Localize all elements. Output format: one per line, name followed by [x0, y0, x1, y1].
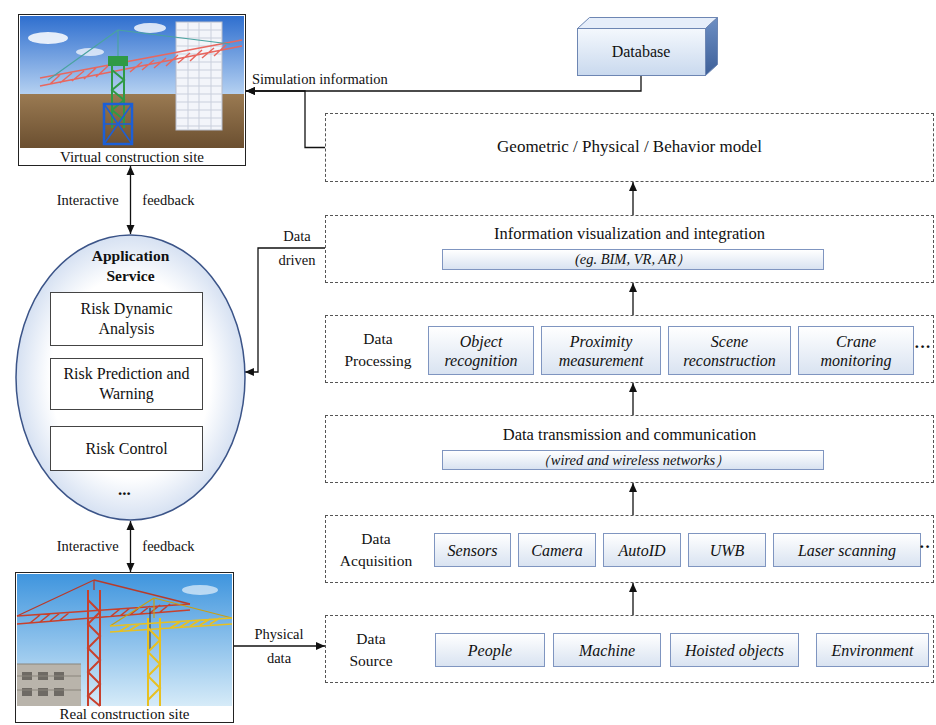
method-box: Sensors: [434, 533, 511, 567]
arrow-head: [316, 642, 325, 650]
node-text: Real construction site: [16, 706, 233, 723]
photo-frame: Real construction site: [15, 572, 234, 723]
arrow-head: [629, 182, 637, 191]
arrow-head: [629, 583, 637, 592]
node-text: Sensors: [435, 534, 510, 566]
database-box: Database: [577, 17, 718, 76]
service-box: Risk Prediction and Warning: [50, 358, 203, 410]
ellipsis-label: ...: [118, 480, 131, 500]
node-text: UWB: [689, 534, 765, 566]
node-text: People: [436, 634, 544, 666]
node-text: Application Service: [80, 244, 181, 288]
node-text: Crane monitoring: [799, 327, 913, 374]
node-text: AutoID: [604, 534, 680, 566]
connector-line: [234, 645, 325, 646]
connector-line: [246, 91, 325, 148]
method-box: Object recognition: [428, 326, 534, 375]
layer-band: Data ProcessingObject recognitionProximi…: [325, 315, 934, 383]
node-text: Data transmission and communication: [326, 424, 933, 446]
real-site-image: [17, 574, 232, 706]
arrow-head: [245, 368, 254, 376]
layer-band: Data Acquisition Sensors Camera AutoID UWB La…: [325, 515, 934, 583]
connector: [629, 283, 637, 315]
virtual-site-image: [20, 16, 244, 148]
edge-label: Physical data: [249, 622, 309, 670]
ellipsis-label: ··: [919, 537, 930, 557]
arrow-head: [246, 87, 255, 95]
connector: [246, 87, 325, 148]
method-box: Laser scanning: [773, 533, 921, 567]
node-text: Machine: [554, 634, 660, 666]
arrow-head: [629, 483, 637, 492]
layer-band: Data Source People Machine Hoisted objects E…: [325, 615, 934, 683]
layer-band: Information visualization and integratio…: [325, 215, 934, 283]
node-text: Risk Control: [51, 427, 202, 470]
node-text: Data Source: [341, 616, 401, 684]
node-text: Scene reconstruction: [669, 327, 790, 374]
node-text: Database: [577, 28, 705, 76]
connector: [629, 483, 637, 515]
method-box: People: [435, 633, 545, 667]
connector: [629, 383, 637, 415]
node-text: Risk Prediction and Warning: [51, 359, 202, 409]
edge-label: Interactive feedback: [57, 191, 195, 209]
method-box: Machine: [553, 633, 661, 667]
node-text: Object recognition: [429, 327, 533, 374]
arrow-head: [127, 225, 135, 234]
edge-label: Interactive feedback: [57, 537, 195, 555]
ellipsis-label: ···: [914, 337, 931, 357]
node-text: （wired and wireless networks）: [443, 451, 823, 469]
method-box: Hoisted objects: [670, 633, 799, 667]
node-text: Information visualization and integratio…: [326, 223, 933, 245]
method-box: Crane monitoring: [798, 326, 914, 375]
node-text: Data Processing: [332, 316, 424, 384]
method-box: UWB: [688, 533, 766, 567]
arrow-head: [127, 521, 135, 530]
edge-label: Simulation information: [252, 71, 388, 87]
arrow-head: [246, 87, 255, 95]
node-text: Geometric / Physical / Behavior model: [326, 114, 933, 181]
node-text: Camera: [519, 534, 595, 566]
connector: [629, 583, 637, 615]
method-box: Scene reconstruction: [668, 326, 791, 375]
method-box: Proximity measurement: [541, 326, 661, 375]
arrow-head: [629, 283, 637, 292]
layer-band: Geometric / Physical / Behavior model: [325, 113, 934, 182]
method-box: Environment: [816, 633, 929, 667]
node-text: (eg. BIM, VR, AR）: [443, 250, 823, 269]
layer-band: Data transmission and communication （wire…: [325, 415, 934, 483]
arrow-head: [629, 383, 637, 392]
connector: [629, 182, 637, 215]
node-text: Environment: [817, 634, 928, 666]
connector: [234, 642, 325, 650]
method-box: AutoID: [603, 533, 681, 567]
method-box: (eg. BIM, VR, AR）: [442, 249, 824, 270]
method-box: （wired and wireless networks）: [442, 450, 824, 470]
node-text: Laser scanning: [774, 534, 920, 566]
node-text: Risk Dynamic Analysis: [51, 293, 202, 345]
node-text: Proximity measurement: [542, 327, 660, 374]
node-text: Data Acquisition: [330, 516, 422, 584]
node-text: Virtual construction site: [19, 149, 245, 166]
edge-label: Data driven: [272, 224, 322, 272]
service-ellipse: Application ServiceRisk Dynamic Analysis…: [15, 234, 246, 521]
node-text: Hoisted objects: [671, 634, 798, 666]
arrow-head: [127, 166, 135, 175]
service-box: Risk Dynamic Analysis: [50, 292, 203, 346]
service-box: Risk Control: [50, 426, 203, 471]
photo-frame: Virtual construction site: [18, 14, 246, 166]
method-box: Camera: [518, 533, 596, 567]
arrow-head: [127, 563, 135, 572]
